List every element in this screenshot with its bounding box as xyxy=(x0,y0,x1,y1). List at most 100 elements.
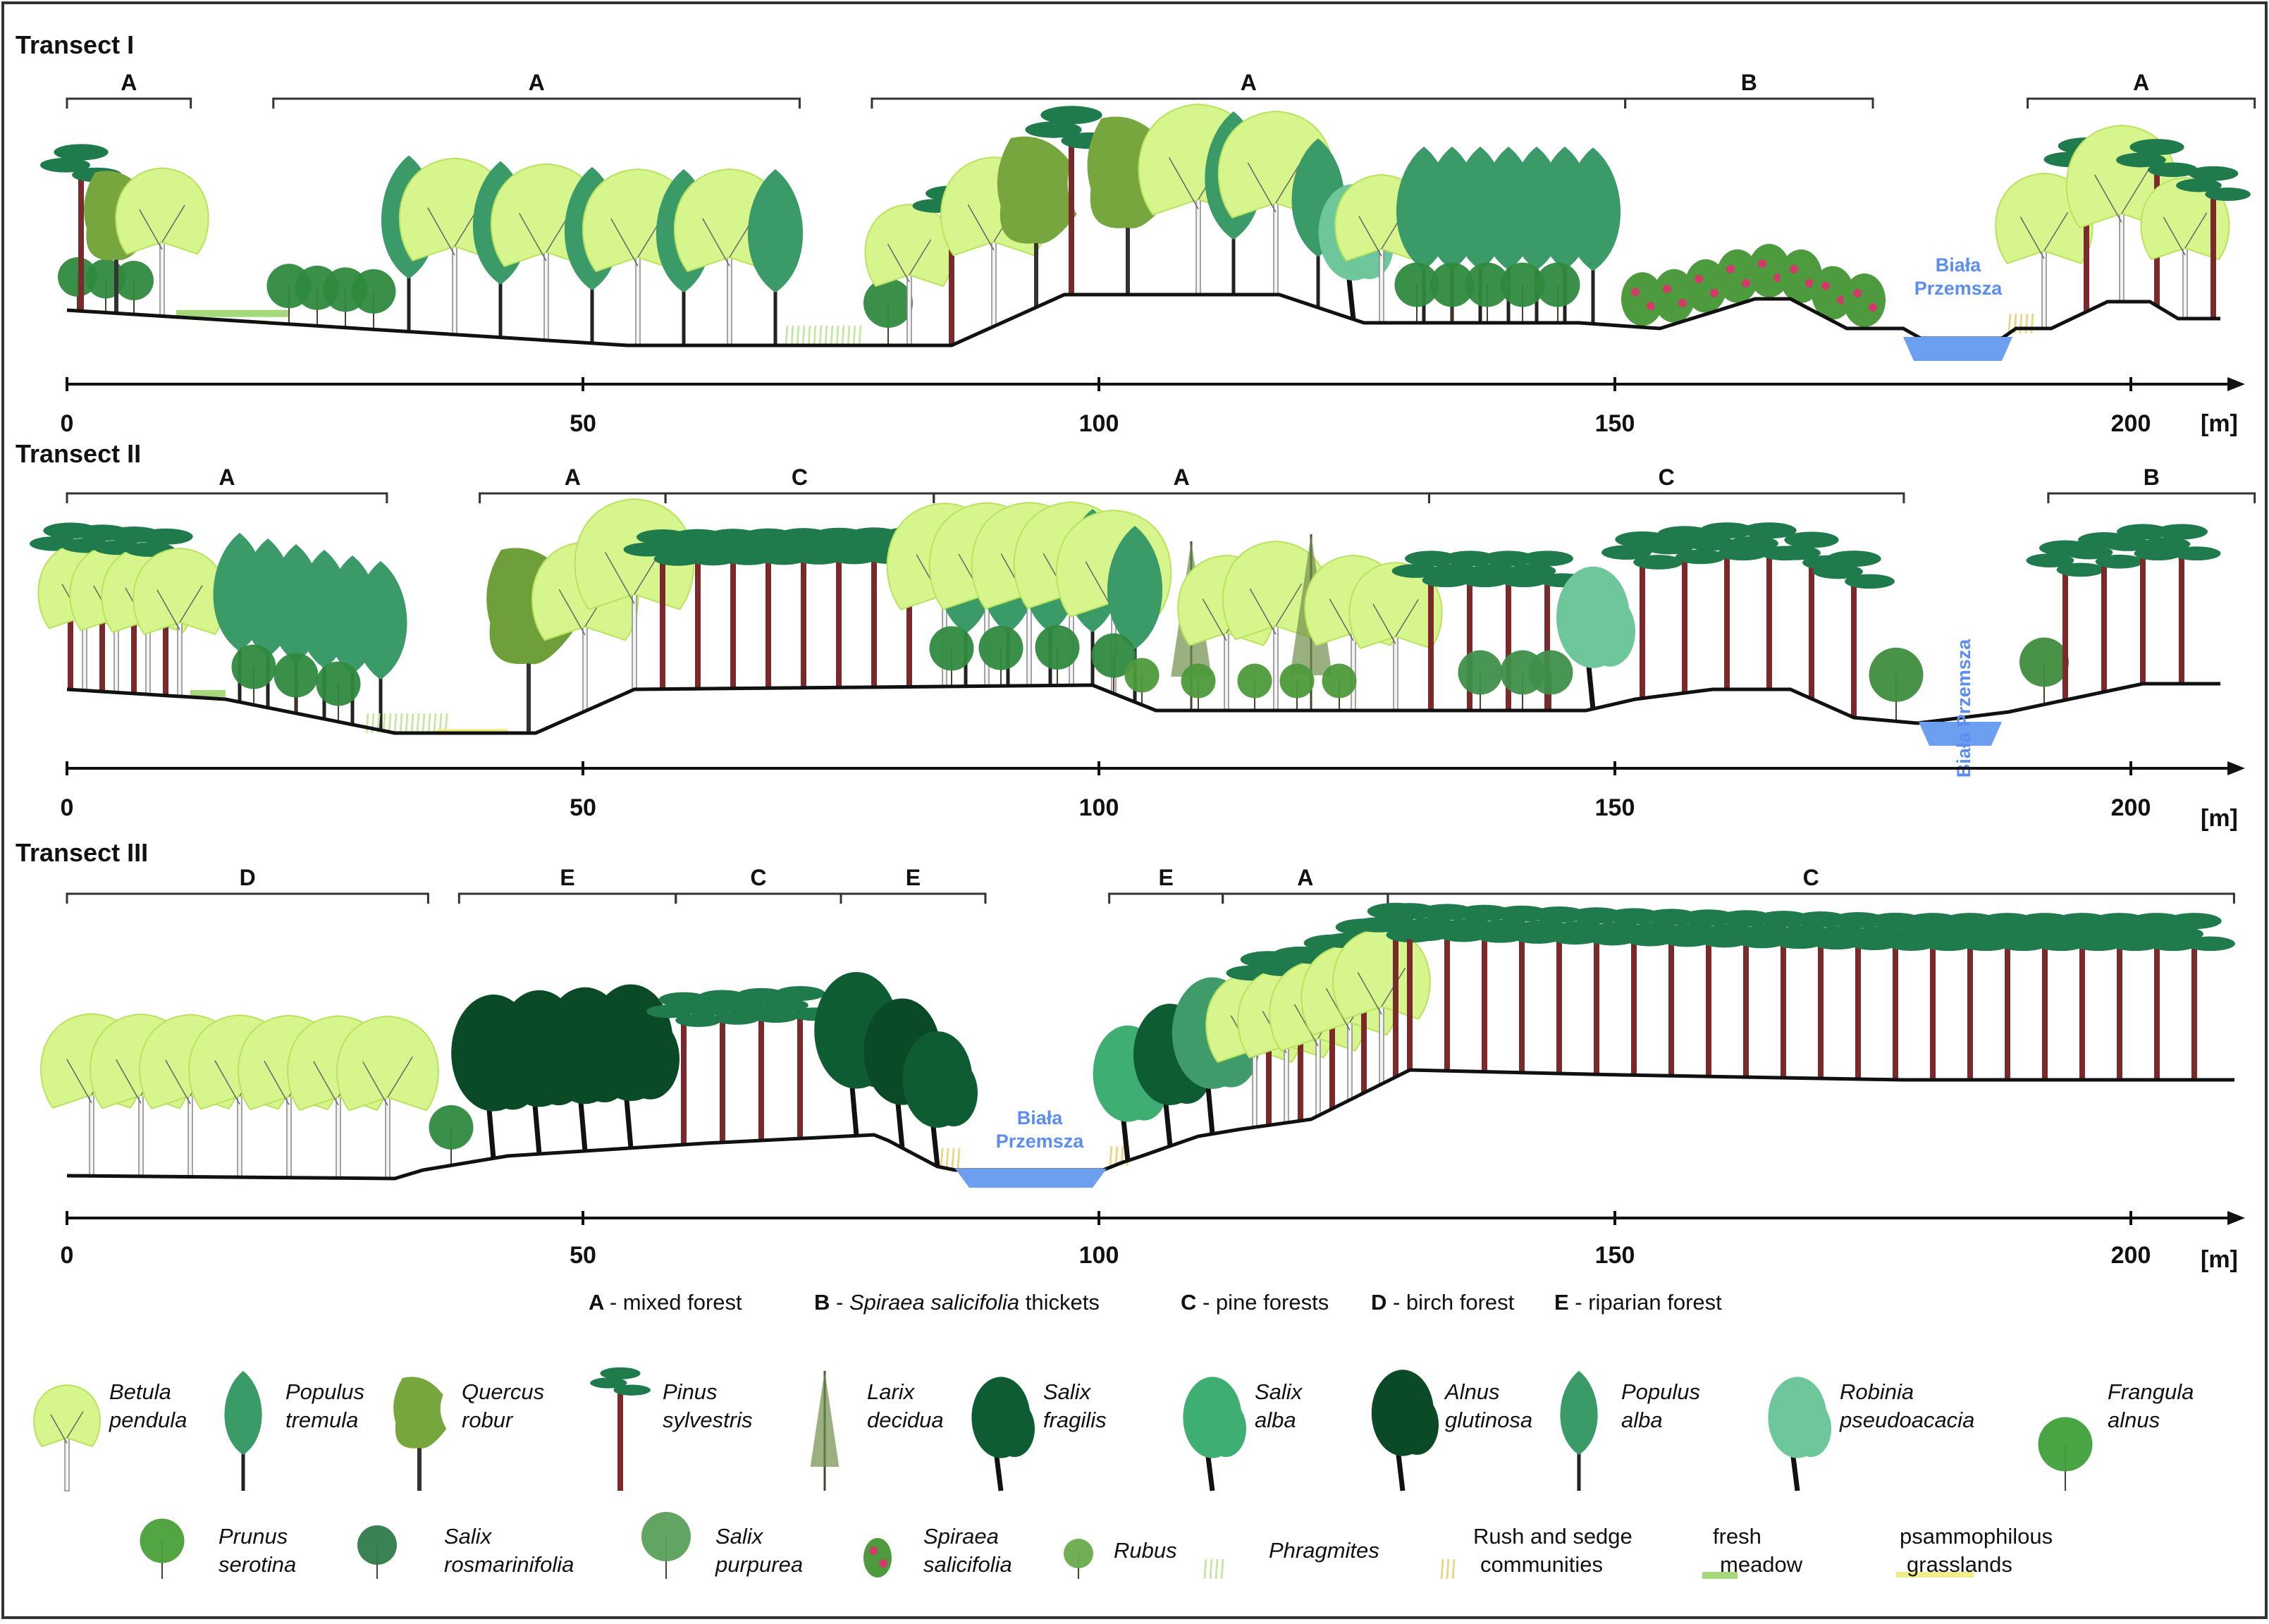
pine-tree xyxy=(1929,913,2011,1080)
meadow-icon xyxy=(1702,1572,1738,1579)
shrub xyxy=(1500,262,1545,323)
zone-bracket xyxy=(2047,492,2256,503)
zone-label: E xyxy=(1158,865,1173,890)
shrub xyxy=(863,278,913,345)
frangula-icon xyxy=(2038,1417,2093,1491)
pine-tree xyxy=(763,985,837,1139)
shrub xyxy=(351,269,396,330)
legend-row-trees: BetulapendulaPopulustremulaQuercusroburP… xyxy=(33,1367,2194,1491)
meadow-patch xyxy=(190,689,226,697)
white-willow-tree xyxy=(1183,1377,1246,1491)
legend-label: Larix xyxy=(867,1379,916,1404)
zone-label: E xyxy=(560,865,574,890)
oak-tree xyxy=(393,1377,447,1491)
purple-willow xyxy=(641,1512,691,1579)
pine-tree xyxy=(2153,913,2235,1080)
legend-label: rosmarinifolia xyxy=(444,1552,574,1577)
zone-label: C xyxy=(1803,865,1819,890)
larch-icon xyxy=(810,1371,840,1491)
zone-label: B xyxy=(2144,465,2160,490)
tick-label: 200 xyxy=(2111,794,2151,821)
white-poplar-icon xyxy=(1560,1371,1598,1491)
reed-patch xyxy=(785,325,862,346)
pine-tree xyxy=(1508,550,1587,710)
spiraea-shrub xyxy=(863,1538,892,1577)
meadow-patch xyxy=(1702,1572,1738,1579)
legend-label: Salix xyxy=(1043,1379,1092,1404)
shrub xyxy=(929,626,974,687)
rubus-shrub xyxy=(1064,1539,1093,1579)
zone-bracket xyxy=(1427,492,1905,503)
zone-label: A xyxy=(2133,70,2149,95)
shrub xyxy=(1465,262,1510,323)
alder-icon xyxy=(1371,1370,1439,1491)
shrub xyxy=(978,625,1023,687)
pine-tree xyxy=(1391,550,1470,710)
tick-label: 50 xyxy=(570,410,596,437)
frangula-shrub xyxy=(1181,663,1216,710)
crack-willow-tree xyxy=(971,1377,1035,1491)
legend-label: Betula xyxy=(109,1379,171,1404)
zone-label: A xyxy=(1174,465,1190,490)
legend-row-shrubs: PrunusserotinaSalixrosmarinifoliaSalixpu… xyxy=(140,1512,2053,1580)
cherry-shrub xyxy=(140,1518,185,1579)
zone-label: D xyxy=(240,865,256,890)
legend-label: Salix xyxy=(444,1524,493,1549)
pine-tree xyxy=(1369,903,1451,1070)
frangula-shrub xyxy=(1279,663,1315,710)
legend-label: salicifolia xyxy=(923,1552,1012,1577)
axis-arrow xyxy=(2227,1211,2245,1225)
birch-tree xyxy=(33,1384,101,1491)
frangula-shrub xyxy=(1237,663,1272,710)
purple-willow xyxy=(1869,647,1924,722)
legend-label: Frangula xyxy=(2108,1379,2194,1404)
shrub xyxy=(429,1105,474,1166)
legend-label: Spiraea xyxy=(923,1524,999,1549)
axis-unit: [m] xyxy=(2201,1246,2238,1273)
robinia-tree xyxy=(1768,1377,1831,1491)
zone-bracket xyxy=(66,97,192,109)
legend-label: Salix xyxy=(1255,1379,1303,1404)
alder-tree xyxy=(589,984,680,1149)
vegetation-layer xyxy=(40,103,2251,346)
pine-icon xyxy=(590,1367,651,1491)
pine-tree xyxy=(1518,906,1600,1074)
axis-arrow xyxy=(2227,377,2245,391)
shrub xyxy=(231,644,276,705)
river-label: Biała xyxy=(1936,254,1982,276)
transect-title: Transect III xyxy=(16,838,148,867)
pine-tree xyxy=(1430,550,1509,710)
river-label-line2: Przemsza xyxy=(1914,278,2003,299)
pine-tree xyxy=(724,988,799,1140)
birch-tree xyxy=(115,167,209,317)
tick-label: 150 xyxy=(1595,1242,1635,1269)
spiraea-shrub xyxy=(1716,249,1759,303)
spiraea-shrub xyxy=(1780,249,1822,303)
legend-label: Salix xyxy=(715,1524,764,1549)
shrub xyxy=(1091,633,1136,694)
zone-bracket xyxy=(66,492,388,503)
river-channel xyxy=(1903,337,2012,361)
pine-tree xyxy=(1771,531,1852,699)
pine-tree xyxy=(1469,550,1548,710)
pine-tree xyxy=(1444,904,1525,1072)
aspen-tree xyxy=(747,169,804,345)
pine-tree xyxy=(1855,912,1936,1080)
legend-label: Alnus xyxy=(1444,1379,1500,1404)
pine-tree xyxy=(2026,540,2105,701)
frangula-shrub xyxy=(1322,663,1357,710)
reed-patch xyxy=(1203,1558,1224,1580)
pine-tree xyxy=(2142,524,2221,684)
pine-tree xyxy=(1892,913,1974,1080)
river-channel xyxy=(955,1169,1107,1188)
zone-label: C xyxy=(750,865,766,890)
pine-tree xyxy=(1593,908,1675,1076)
